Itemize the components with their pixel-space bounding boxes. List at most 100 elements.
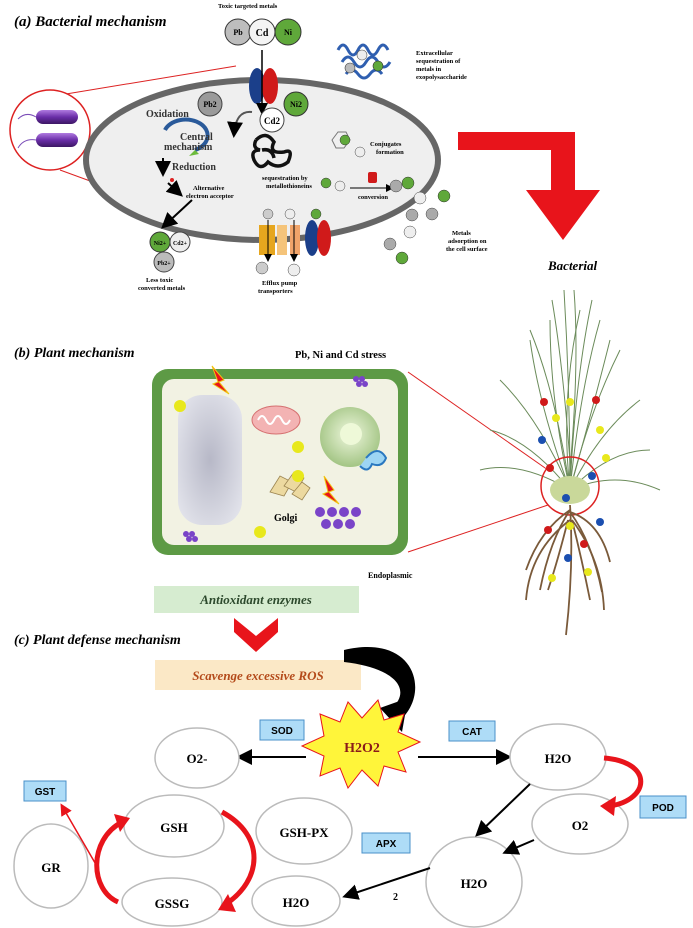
conjugates-line-1: Conjugates	[370, 141, 402, 148]
mechanism-label: mechanism	[164, 142, 213, 153]
cat-box	[448, 720, 496, 742]
pod-red-arrow-head	[600, 796, 616, 816]
electron-arrow	[165, 179, 183, 197]
sod-label: SOD	[271, 726, 293, 737]
redox-cycle-arrow	[163, 117, 210, 152]
conjugates-line-2: formation	[376, 149, 404, 156]
h2o-to-h2o-arrow	[475, 783, 531, 837]
section-a-title: (a) Bacterial mechanism	[14, 14, 167, 30]
plant-illustration	[479, 289, 661, 636]
pb2-label: Pb2	[203, 100, 216, 109]
scavenge-label: Scavenge excessive ROS	[192, 668, 323, 683]
electron-dot	[170, 178, 174, 182]
gshpx-node	[255, 797, 353, 865]
uptake-channel	[249, 50, 278, 115]
zoom-line-top	[59, 65, 237, 96]
pod-red-arrow	[603, 755, 644, 809]
h2o-mid-label: H2O	[461, 876, 488, 891]
metal-to-thionein-arrow	[227, 110, 253, 138]
purple-vesicles	[183, 376, 368, 542]
section-c-title: (c) Plant defense mechanism	[14, 633, 181, 648]
h2o2-label: H2O2	[344, 741, 380, 756]
less-toxic-line-2: converted metals	[138, 285, 186, 292]
golgi-label: Golgi	[274, 513, 298, 524]
bacterial-label: Bacterial	[547, 258, 597, 273]
sod-box	[259, 719, 305, 741]
stress-bolt-mid-icon	[321, 475, 340, 505]
gshpx-label: GSH-PX	[279, 825, 329, 840]
plant-zoom-line-top	[407, 371, 549, 471]
apx-label: APX	[376, 839, 397, 850]
redox-cycle-head	[189, 150, 199, 156]
o2-to-h2o-arrow	[502, 839, 535, 855]
conversion-icon	[320, 172, 394, 192]
less-toxic-arrow	[161, 199, 193, 229]
scavenge-box	[155, 660, 361, 690]
h2o-mid-node	[425, 836, 523, 928]
gr-label: GR	[41, 860, 61, 875]
vacuole	[178, 395, 242, 525]
h2o-top-label: H2O	[545, 751, 572, 766]
seq-line-1: sequestration by	[262, 175, 308, 182]
internal-metals: Pb2 Ni2 Cd2	[197, 91, 309, 133]
less-toxic-cd2: Cd2+	[173, 241, 188, 247]
efflux-line-1: Efflux pump	[262, 280, 298, 287]
metallothionein-icon	[251, 133, 292, 169]
mitochondrion	[251, 405, 301, 435]
section-b-title: (b) Plant mechanism	[14, 346, 135, 361]
stress-label: Pb, Ni and Cd stress	[295, 350, 386, 361]
alt-acceptor-line-2: electron acceptor	[186, 193, 234, 200]
extracellular-line-4: exopolysaccharide	[416, 74, 467, 81]
bacterial-red-arrow	[458, 132, 600, 240]
o2-minus-node	[154, 727, 240, 789]
plant-zoom-line-bottom	[407, 504, 549, 553]
ball-cd-label: Cd	[256, 28, 269, 39]
reduction-label: Reduction	[172, 162, 216, 173]
top-metal-balls: Pb Cd Ni	[224, 18, 302, 46]
less-toxic-pb2: Pb2+	[157, 261, 171, 267]
surface-metal-balls	[383, 176, 451, 265]
antioxidant-box	[154, 586, 359, 613]
pod-box	[639, 795, 687, 819]
efflux-pumps	[255, 208, 331, 277]
exopolysaccharide-icon	[336, 43, 392, 80]
gsh-to-gssg-head	[218, 894, 236, 912]
o2-label: O2	[572, 818, 589, 833]
gsh-label: GSH	[160, 820, 187, 835]
mitochondrion-cristae	[257, 415, 291, 425]
ni2-label: Ni2	[290, 100, 302, 109]
antioxidant-label: Antioxidant enzymes	[199, 592, 312, 607]
central-label: Central	[180, 132, 213, 143]
toxic-metals-label: Toxic targeted metals	[218, 3, 278, 10]
cd2-label: Cd2	[264, 116, 281, 126]
apx-arrow	[342, 867, 431, 900]
adsorption-line-1: Metals	[452, 230, 471, 237]
conversion-label: conversion	[358, 194, 388, 201]
o2-node	[531, 793, 629, 855]
extracellular-line-1: Extracellular	[416, 50, 453, 57]
pod-label: POD	[652, 803, 674, 814]
h2o-low-label: H2O	[283, 895, 310, 910]
less-toxic-balls: Ni2+ Cd2+ Pb2+	[149, 231, 191, 273]
ball-pb-label: Pb	[233, 28, 243, 37]
endoplasmic-label: Endoplasmic	[368, 571, 413, 580]
alt-acceptor-line-1: Alternative	[193, 185, 225, 192]
less-toxic-ni2: Ni2+	[154, 241, 167, 247]
seq-line-2: metallothioneins	[266, 183, 312, 190]
gssg-to-gsh-arrow	[94, 819, 124, 905]
h2o-low-node	[251, 875, 341, 927]
extracellular-line-3: metals in	[416, 66, 441, 73]
cat-label: CAT	[462, 727, 482, 738]
nucleolus	[340, 423, 362, 445]
apx-box	[361, 832, 411, 854]
oxidation-label: Oxidation	[146, 109, 189, 120]
stress-bolt-top-icon	[211, 365, 230, 395]
endoplasmic-reticulum-icon	[359, 450, 388, 471]
gr-node	[13, 823, 89, 909]
gst-label: GST	[35, 787, 56, 798]
red-chevron-icon	[234, 618, 278, 652]
o2-minus-label: O2-	[187, 751, 208, 766]
efflux-line-2: transporters	[258, 288, 293, 295]
gssg-node	[121, 877, 223, 927]
